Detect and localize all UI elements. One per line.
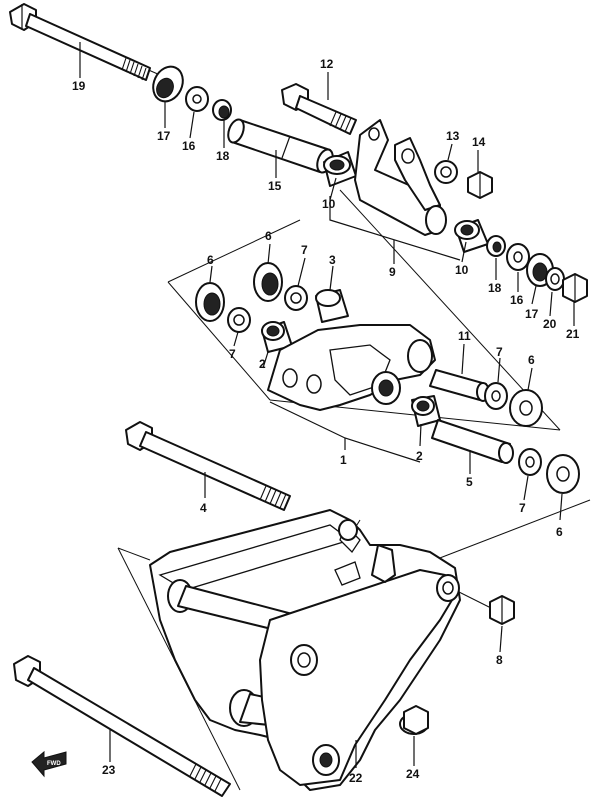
callout-21: 21 — [566, 327, 580, 341]
washer-16-right — [506, 243, 530, 271]
bolt-4 — [125, 421, 291, 511]
callout-7-mid: 7 — [496, 345, 503, 359]
callout-14: 14 — [472, 135, 486, 149]
callout-11: 11 — [458, 329, 471, 343]
seal-6-mid — [509, 389, 543, 427]
callout-4: 4 — [200, 501, 207, 515]
nut-8 — [489, 595, 515, 625]
bolt-23 — [13, 655, 231, 797]
bushing-3 — [315, 289, 349, 323]
collar-18-right — [486, 235, 506, 257]
seal-6-low — [546, 454, 580, 494]
callout-20: 20 — [543, 317, 557, 331]
callout-7-low: 7 — [519, 501, 526, 515]
callout-numbers: 1 2 2 3 4 5 6 6 6 6 7 7 7 7 8 9 10 10 11… — [72, 57, 580, 785]
frame-bracket-22 — [149, 509, 461, 791]
nut-21 — [562, 273, 588, 303]
callout-18-top: 18 — [216, 149, 230, 163]
callout-2-upper: 2 — [259, 357, 266, 371]
washer-7-upper — [284, 285, 308, 311]
bushing-10-a — [323, 151, 357, 187]
connecting-rod-9 — [354, 119, 447, 236]
collar-18-top — [212, 99, 232, 121]
callout-10-left: 10 — [322, 197, 336, 211]
bolt-12 — [281, 83, 357, 135]
callout-22: 22 — [349, 771, 363, 785]
leader-lines — [79, 42, 575, 768]
callout-13: 13 — [446, 129, 460, 143]
callout-16-right: 16 — [510, 293, 524, 307]
callout-5: 5 — [466, 475, 473, 489]
nut-14 — [467, 171, 493, 199]
washer-13 — [434, 160, 458, 184]
callout-1: 1 — [340, 453, 347, 467]
washer-16-top — [185, 86, 209, 112]
callout-16-top: 16 — [182, 139, 196, 153]
callout-18-right: 18 — [488, 281, 502, 295]
callout-12: 12 — [320, 57, 334, 71]
callout-19: 19 — [72, 79, 86, 93]
seal-6-upper — [253, 262, 283, 302]
callout-6-left: 6 — [207, 253, 214, 267]
washer-7-low — [518, 448, 542, 476]
spacer-11 — [429, 369, 490, 402]
callout-2-lower: 2 — [416, 449, 423, 463]
forward-direction-marker: FWD — [31, 750, 67, 778]
fwd-label: FWD — [47, 761, 61, 767]
callout-7-left: 7 — [229, 347, 236, 361]
bolt-19 — [9, 3, 151, 81]
callout-10-right: 10 — [455, 263, 469, 277]
callout-7-upper: 7 — [301, 243, 308, 257]
callout-23: 23 — [102, 763, 116, 777]
washer-7-mid — [484, 382, 508, 410]
bearing-2-lower — [411, 395, 441, 427]
callout-6-mid: 6 — [528, 353, 535, 367]
bushing-10-b — [454, 219, 489, 253]
cushion-lever-1 — [267, 324, 436, 411]
callout-6-upper: 6 — [265, 229, 272, 243]
callout-3: 3 — [329, 253, 336, 267]
callout-17-right: 17 — [525, 307, 539, 321]
callout-24: 24 — [406, 767, 420, 781]
seal-17-top — [152, 65, 184, 103]
callout-17-top: 17 — [157, 129, 171, 143]
nut-24 — [399, 705, 429, 735]
spacer-5 — [431, 419, 514, 464]
washer-20 — [545, 267, 565, 291]
seal-6-left — [195, 282, 225, 322]
callout-6-low: 6 — [556, 525, 563, 539]
callout-8: 8 — [496, 653, 503, 667]
washer-7-left — [227, 307, 251, 333]
callout-9: 9 — [389, 265, 396, 279]
spacer-15 — [227, 118, 334, 174]
callout-15: 15 — [268, 179, 282, 193]
